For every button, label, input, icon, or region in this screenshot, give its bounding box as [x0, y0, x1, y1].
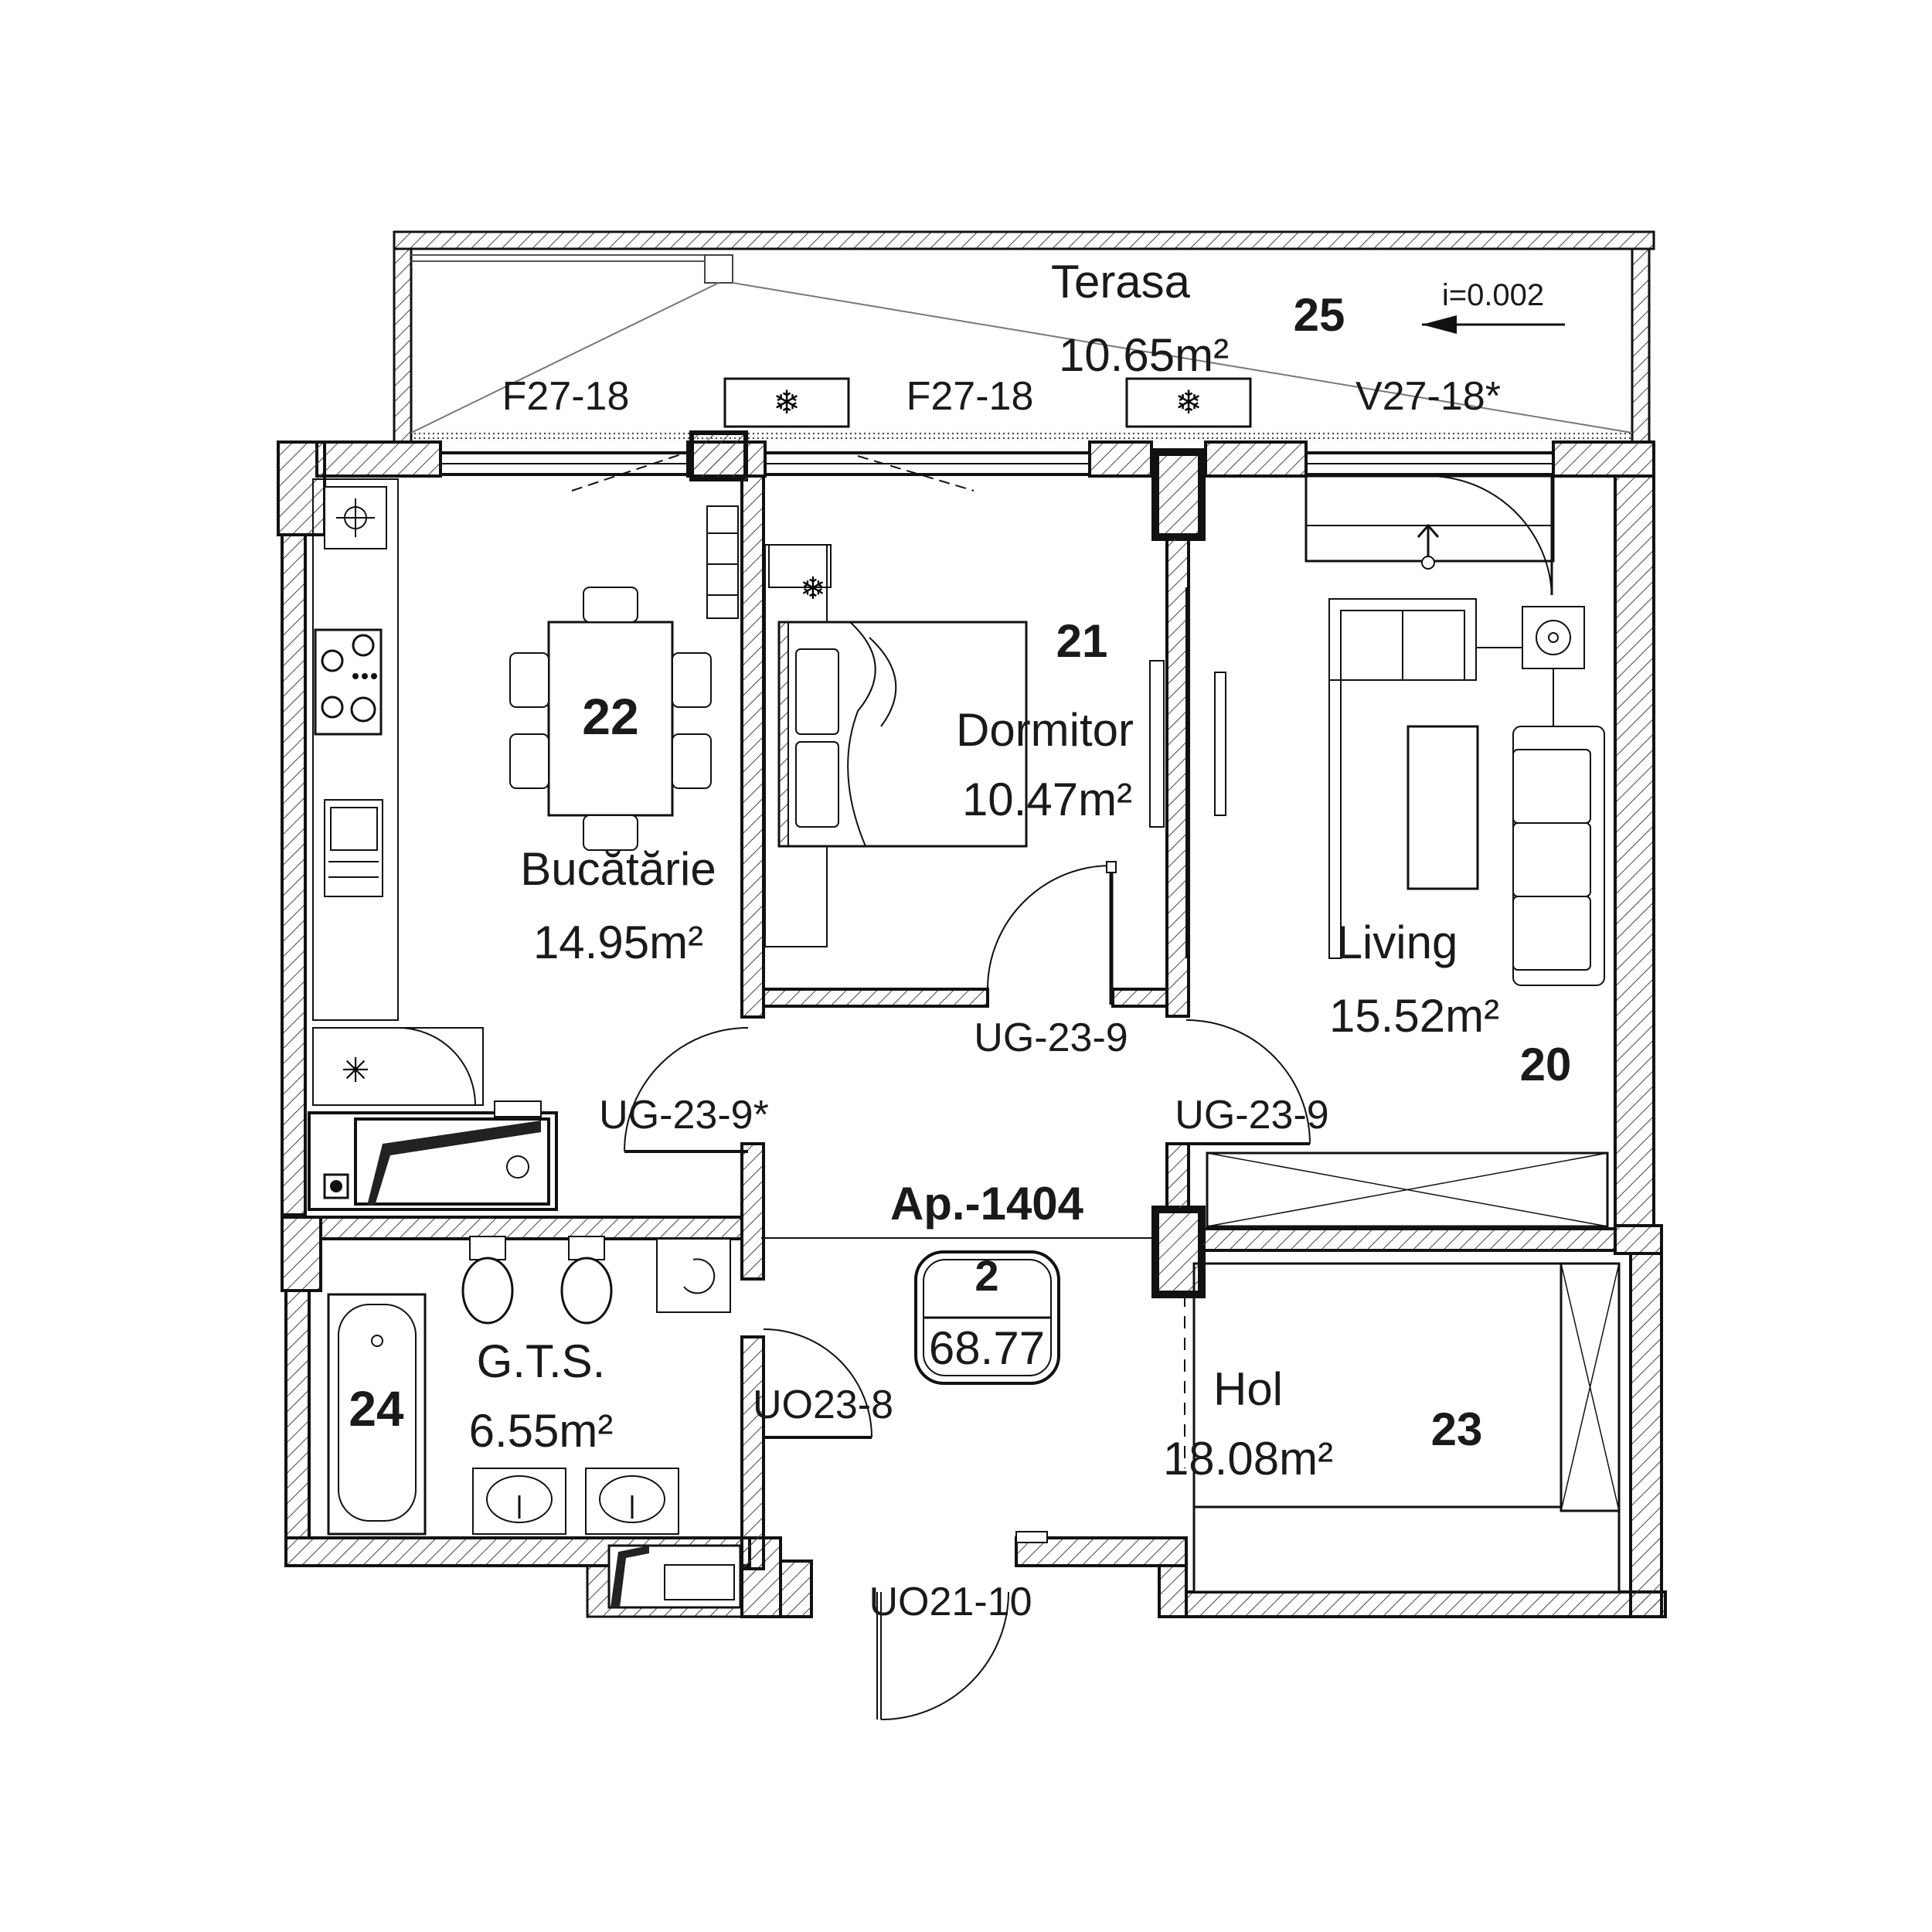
terasa-name: Terasa: [1051, 256, 1191, 308]
door-label-bucatarie: UG-23-9*: [599, 1093, 769, 1138]
windows: [439, 451, 1555, 596]
dormitor-name: Dormitor: [956, 704, 1134, 756]
door-label-entrance: UO21-10: [869, 1580, 1032, 1624]
ac-units: ❄ ❄ ❄: [723, 377, 1252, 607]
living-name: Living: [1337, 917, 1458, 968]
dormitor-number: 21: [1056, 615, 1108, 667]
hol-area: 18.08m²: [1163, 1433, 1333, 1485]
bathroom-fixtures: [321, 1236, 872, 1609]
gts-name: G.T.S.: [477, 1335, 606, 1387]
apartment-total-area: 68.77: [929, 1322, 1045, 1374]
terasa-area: 10.65m²: [1059, 329, 1229, 381]
snowflake-icon: ❄: [800, 571, 826, 607]
dormitor-area: 10.47m²: [962, 774, 1132, 825]
terasa-number: 25: [1294, 289, 1345, 341]
window-label-1: F27-18: [502, 374, 630, 419]
gts-number: 24: [349, 1381, 404, 1437]
door-label-dormitor: UG-23-9: [974, 1015, 1128, 1060]
kitchen-furniture: ✳: [308, 478, 712, 1211]
labels: Terasa 10.65m² 25 i=0.002 F27-18 F27-18 …: [349, 256, 1571, 1624]
window-label-2: F27-18: [906, 374, 1034, 419]
living-area: 15.52m²: [1329, 990, 1499, 1042]
snowflake-icon: ❄: [1175, 383, 1202, 421]
bucatarie-area: 14.95m²: [533, 917, 703, 968]
walls: [277, 430, 1667, 1618]
door-label-gts: UO23-8: [753, 1383, 893, 1427]
living-furniture: [1185, 598, 1609, 1228]
bucatarie-number: 22: [582, 688, 638, 745]
bedroom-furniture: [706, 505, 1226, 1005]
fridge-icon: ✳: [342, 1051, 370, 1090]
hall-elements: [624, 1027, 1621, 1720]
slope-label: i=0.002: [1442, 278, 1544, 312]
hol-number: 23: [1431, 1403, 1483, 1455]
apartment-title: Ap.-1404: [890, 1178, 1084, 1230]
gts-area: 6.55m²: [469, 1405, 614, 1457]
living-number: 20: [1520, 1039, 1572, 1090]
bucatarie-name: Bucătărie: [520, 843, 716, 895]
partitions: [319, 474, 1617, 1570]
door-label-living: UG-23-9: [1175, 1093, 1328, 1138]
apartment-room-count: 2: [975, 1251, 998, 1300]
snowflake-icon: ❄: [773, 383, 800, 421]
balcony-door-label: V27-18*: [1355, 374, 1501, 419]
hol-name: Hol: [1213, 1363, 1283, 1415]
terrace: [393, 230, 1655, 444]
